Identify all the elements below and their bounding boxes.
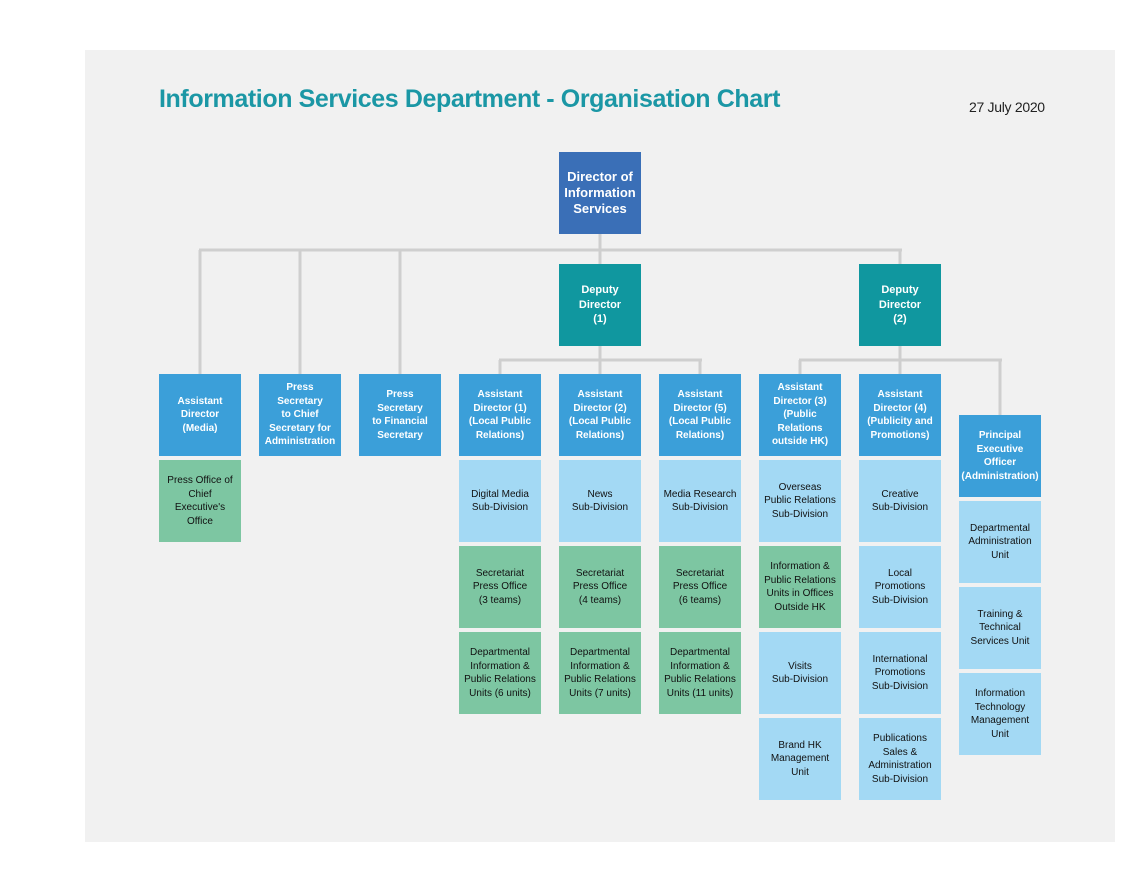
principal-executive-officer-box: Principal Executive Officer (Administrat… [959,415,1041,497]
unit-box: Media Research Sub-Division [659,460,741,542]
unit-box: Press Office of Chief Executive's Office [159,460,241,542]
unit-box: Local Promotions Sub-Division [859,546,941,628]
unit-box: Departmental Administration Unit [959,501,1041,583]
assistant-director-media-box: Assistant Director (Media) [159,374,241,456]
assistant-director-1-box: Assistant Director (1) (Local Public Rel… [459,374,541,456]
unit-box: Creative Sub-Division [859,460,941,542]
unit-box: News Sub-Division [559,460,641,542]
assistant-director-5-box: Assistant Director (5) (Local Public Rel… [659,374,741,456]
press-secretary-cs-box: Press Secretary to Chief Secretary for A… [259,374,341,456]
assistant-director-4-box: Assistant Director (4) (Publicity and Pr… [859,374,941,456]
chart-date: 27 July 2020 [969,99,1045,115]
unit-box: Secretariat Press Office (4 teams) [559,546,641,628]
deputy-director-1-box: Deputy Director (1) [559,264,641,346]
deputy-director-2-box: Deputy Director (2) [859,264,941,346]
unit-box: Overseas Public Relations Sub-Division [759,460,841,542]
press-secretary-fs-box: Press Secretary to Financial Secretary [359,374,441,456]
unit-box: Information Technology Management Unit [959,673,1041,755]
unit-box: International Promotions Sub-Division [859,632,941,714]
unit-box: Brand HK Management Unit [759,718,841,800]
unit-box: Departmental Information & Public Relati… [559,632,641,714]
chart-title: Information Services Department - Organi… [159,85,780,113]
unit-box: Information & Public Relations Units in … [759,546,841,628]
assistant-director-3-box: Assistant Director (3) (Public Relations… [759,374,841,456]
unit-box: Departmental Information & Public Relati… [659,632,741,714]
director-box: Director of Information Services [559,152,641,234]
unit-box: Secretariat Press Office (3 teams) [459,546,541,628]
unit-box: Secretariat Press Office (6 teams) [659,546,741,628]
unit-box: Departmental Information & Public Relati… [459,632,541,714]
unit-box: Digital Media Sub-Division [459,460,541,542]
assistant-director-2-box: Assistant Director (2) (Local Public Rel… [559,374,641,456]
unit-box: Publications Sales & Administration Sub-… [859,718,941,800]
unit-box: Training & Technical Services Unit [959,587,1041,669]
unit-box: Visits Sub-Division [759,632,841,714]
